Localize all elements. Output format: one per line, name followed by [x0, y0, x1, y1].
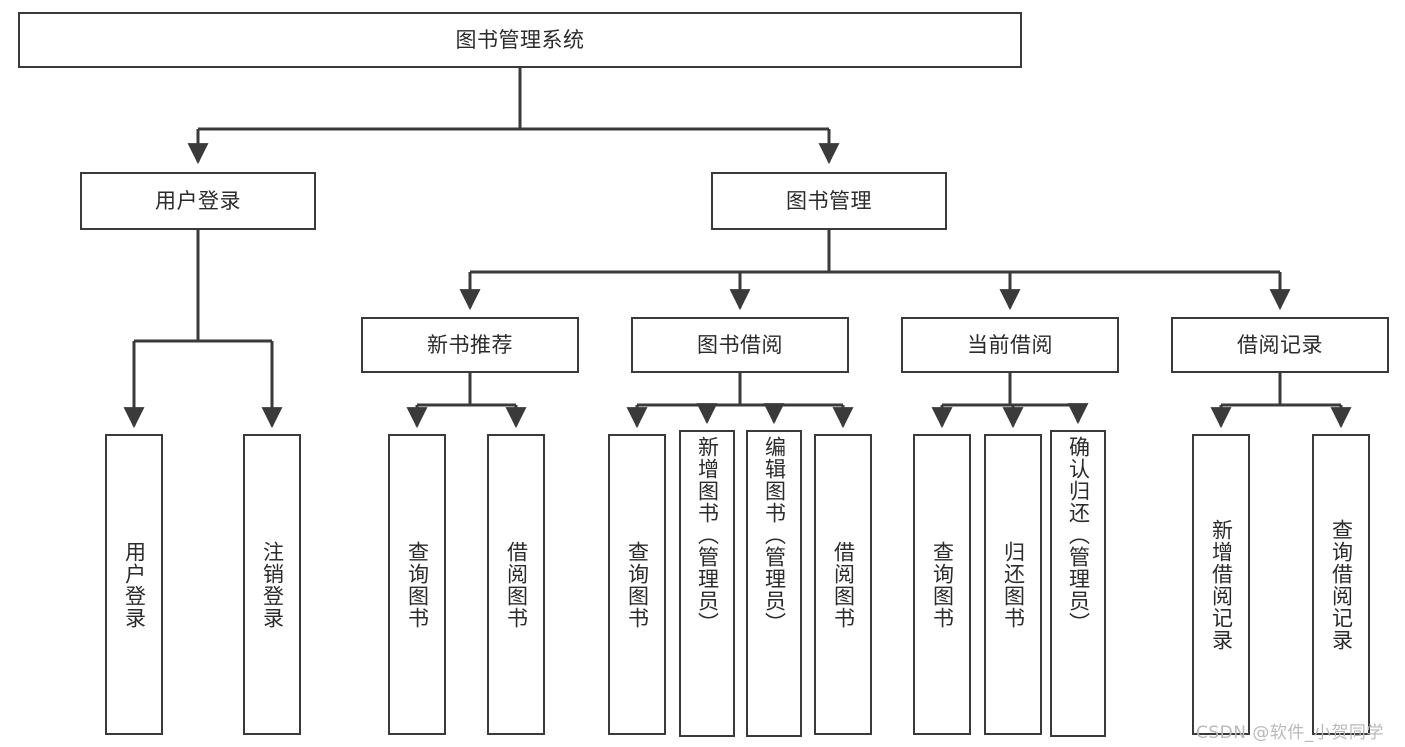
leaf-logout-label: 注销登录 [260, 540, 285, 629]
node-borrow-record[interactable]: 借阅记录 [1171, 317, 1389, 373]
node-borrow-record-label: 借阅记录 [1237, 332, 1323, 357]
leaf-return-book-label: 归还图书 [1001, 540, 1026, 629]
leaf-query-book-1[interactable]: 查询图书 [388, 434, 446, 735]
node-book-borrow-label: 图书借阅 [697, 332, 783, 357]
leaf-user-login-label: 用户登录 [122, 540, 147, 629]
node-book-borrow[interactable]: 图书借阅 [631, 317, 849, 373]
leaf-borrow-book-2[interactable]: 借阅图书 [814, 434, 872, 735]
node-user-login[interactable]: 用户登录 [80, 172, 316, 230]
node-new-book-recommend-label: 新书推荐 [427, 332, 513, 357]
leaf-query-book-3[interactable]: 查询图书 [913, 434, 971, 735]
leaf-user-login[interactable]: 用户登录 [105, 434, 163, 735]
leaf-add-book[interactable]: 新增图书（管理员） [679, 430, 735, 737]
leaf-add-book-label: 新增图书（管理员） [695, 436, 720, 634]
leaf-add-record-label: 新增借阅记录 [1209, 518, 1234, 651]
node-book-manage-label: 图书管理 [786, 188, 872, 213]
leaf-borrow-book-1-label: 借阅图书 [504, 540, 529, 629]
leaf-query-book-2[interactable]: 查询图书 [608, 434, 666, 735]
leaf-borrow-book-2-label: 借阅图书 [831, 540, 856, 629]
leaf-logout[interactable]: 注销登录 [243, 434, 301, 735]
node-current-borrow[interactable]: 当前借阅 [901, 317, 1119, 373]
node-new-book-recommend[interactable]: 新书推荐 [361, 317, 579, 373]
leaf-query-book-3-label: 查询图书 [930, 540, 955, 629]
leaf-edit-book-label: 编辑图书（管理员） [762, 436, 787, 634]
leaf-return-book[interactable]: 归还图书 [984, 434, 1042, 735]
leaf-add-record[interactable]: 新增借阅记录 [1192, 434, 1250, 735]
leaf-confirm-return[interactable]: 确认归还（管理员） [1050, 430, 1106, 737]
node-root-label: 图书管理系统 [455, 27, 585, 52]
leaf-query-record-label: 查询借阅记录 [1329, 518, 1354, 651]
leaf-edit-book[interactable]: 编辑图书（管理员） [746, 430, 802, 737]
leaf-query-record[interactable]: 查询借阅记录 [1312, 434, 1370, 735]
node-book-manage[interactable]: 图书管理 [711, 172, 947, 230]
node-root[interactable]: 图书管理系统 [18, 12, 1022, 68]
leaf-query-book-2-label: 查询图书 [625, 540, 650, 629]
node-user-login-label: 用户登录 [155, 188, 241, 213]
leaf-query-book-1-label: 查询图书 [405, 540, 430, 629]
leaf-confirm-return-label: 确认归还（管理员） [1066, 436, 1091, 634]
watermark-text: CSDN @软件_小贺同学 [1196, 723, 1384, 743]
leaf-borrow-book-1[interactable]: 借阅图书 [487, 434, 545, 735]
node-current-borrow-label: 当前借阅 [967, 332, 1053, 357]
